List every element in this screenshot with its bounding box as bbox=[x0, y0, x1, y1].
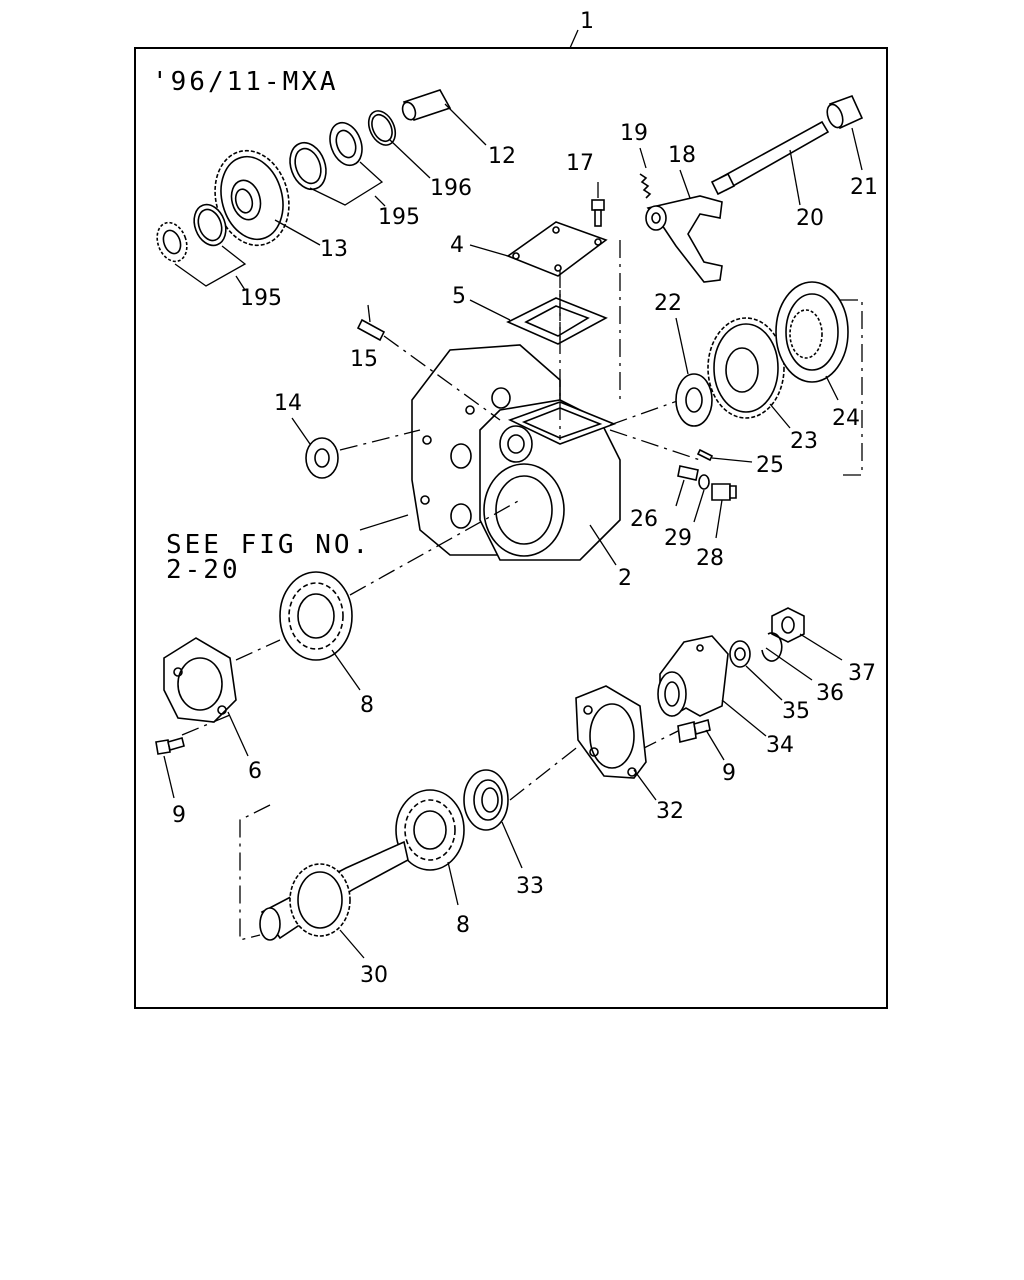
callout-12: 12 bbox=[488, 144, 516, 169]
callout-17: 17 bbox=[566, 151, 594, 176]
callout-34: 34 bbox=[766, 733, 794, 758]
see-fig-note: SEE FIG NO. 2-20 bbox=[166, 514, 409, 585]
part-30-output-shaft bbox=[259, 840, 409, 959]
diagram-frame bbox=[134, 47, 888, 1009]
part-4-cover-plate bbox=[469, 221, 608, 277]
callout-8b: 8 bbox=[456, 913, 470, 938]
part-195-bearing-lower bbox=[156, 203, 247, 291]
part-28-bolt bbox=[711, 483, 737, 539]
callout-18: 18 bbox=[668, 143, 696, 168]
part-36-snap-ring bbox=[761, 632, 813, 681]
callout-4: 4 bbox=[450, 233, 464, 258]
part-6-flange bbox=[163, 637, 249, 757]
part-20-shaft bbox=[710, 120, 830, 206]
callout-25: 25 bbox=[756, 453, 784, 478]
callout-37: 37 bbox=[848, 661, 876, 686]
callout-9b: 9 bbox=[722, 761, 736, 786]
callout-2: 2 bbox=[618, 566, 632, 591]
callout-24: 24 bbox=[832, 406, 860, 431]
part-8-bearing-upper bbox=[279, 571, 361, 691]
callout-20: 20 bbox=[796, 206, 824, 231]
part-29-washer bbox=[693, 474, 710, 523]
callout-29: 29 bbox=[664, 526, 692, 551]
callout-15: 15 bbox=[350, 347, 378, 372]
part-37-nut bbox=[771, 607, 843, 661]
part-8-bearing-lower bbox=[395, 789, 465, 906]
part-21-bushing bbox=[826, 94, 864, 171]
part-18-shift-fork bbox=[645, 169, 723, 283]
part-13-gear bbox=[214, 149, 321, 247]
assembly-number: 1 bbox=[580, 9, 594, 34]
part-35-washer bbox=[729, 640, 783, 701]
callout-36: 36 bbox=[816, 681, 844, 706]
assembly-centerlines bbox=[181, 240, 863, 941]
part-19-spring bbox=[639, 147, 652, 199]
callout-22: 22 bbox=[654, 291, 682, 316]
callout-14: 14 bbox=[274, 391, 302, 416]
callout-26: 26 bbox=[630, 507, 658, 532]
callout-9a: 9 bbox=[172, 803, 186, 828]
part-23-gear bbox=[707, 317, 791, 429]
part-17-bolt bbox=[591, 182, 605, 227]
callout-labels: 12 196 195 13 195 17 19 18 21 20 4 5 22 … bbox=[172, 121, 878, 988]
callout-21: 21 bbox=[850, 175, 878, 200]
assembly-leader bbox=[569, 29, 579, 49]
part-2-housing bbox=[411, 344, 621, 566]
callout-195b: 195 bbox=[240, 286, 282, 311]
callout-23: 23 bbox=[790, 429, 818, 454]
part-14-seal bbox=[291, 417, 339, 479]
part-24-sleeve bbox=[775, 281, 849, 401]
part-5-gasket bbox=[469, 297, 608, 345]
see-fig-line1: SEE FIG NO. bbox=[166, 530, 371, 560]
part-26-set-screw bbox=[675, 465, 699, 507]
callout-13: 13 bbox=[320, 237, 348, 262]
see-fig-line2: 2-20 bbox=[166, 555, 241, 585]
callout-5: 5 bbox=[452, 284, 466, 309]
part-9-bolt-left bbox=[155, 737, 185, 799]
callout-196a: 196 bbox=[430, 176, 472, 201]
part-34-yoke-flange bbox=[657, 635, 767, 737]
part-33-oil-seal bbox=[463, 769, 523, 869]
callout-32: 32 bbox=[656, 799, 684, 824]
part-15-dowel-pin bbox=[356, 304, 386, 342]
callout-19: 19 bbox=[620, 121, 648, 146]
callout-35: 35 bbox=[782, 699, 810, 724]
callout-30: 30 bbox=[360, 963, 388, 988]
callout-33: 33 bbox=[516, 874, 544, 899]
part-25-pin bbox=[696, 448, 753, 463]
callout-8a: 8 bbox=[360, 693, 374, 718]
part-9-bolt-right bbox=[677, 718, 725, 761]
part-195-bearing-upper bbox=[289, 121, 386, 207]
callout-6: 6 bbox=[248, 759, 262, 784]
callout-28: 28 bbox=[696, 546, 724, 571]
part-22-washer bbox=[675, 317, 713, 427]
serial-range-note: '96/11-MXA bbox=[152, 67, 339, 97]
part-32-rear-flange bbox=[575, 685, 657, 801]
callout-195a: 195 bbox=[378, 205, 420, 230]
part-12-pin bbox=[401, 89, 487, 146]
part-196-ring bbox=[367, 110, 431, 179]
